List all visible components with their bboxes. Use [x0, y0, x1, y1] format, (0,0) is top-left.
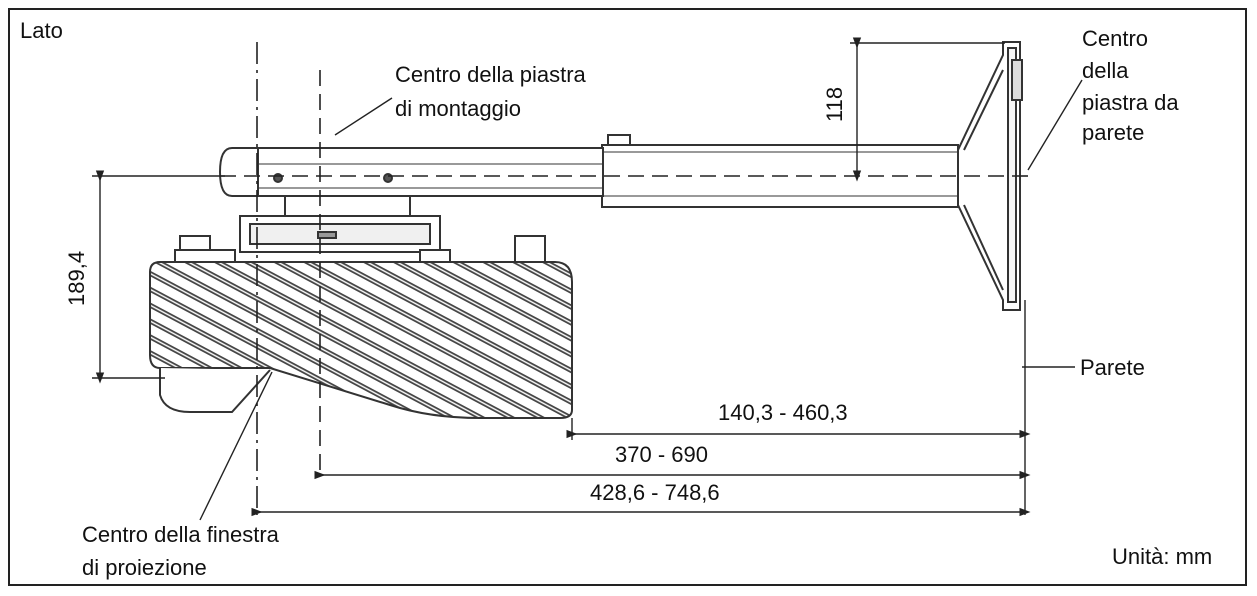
window-distance-label: 428,6 - 748,6	[590, 480, 720, 505]
projection-window-label-2: di proiezione	[82, 555, 207, 580]
diagram-title: Lato	[20, 18, 63, 43]
mount-plate-center-label-2: di montaggio	[395, 96, 521, 121]
dimension-189	[92, 170, 225, 384]
wall-plate-center-label-2: della	[1082, 58, 1129, 83]
wall-plate-center-label-3: piastra da	[1082, 90, 1179, 115]
horizontal-dimensions	[251, 418, 1031, 517]
center-lines	[220, 42, 1030, 515]
wall-plate-center-label-1: Centro	[1082, 26, 1149, 51]
dimension-189-label: 189,4	[64, 250, 89, 306]
front-distance-label: 140,3 - 460,3	[718, 400, 848, 425]
projector-body	[149, 249, 573, 419]
dimension-118	[850, 37, 1005, 182]
mount-plate	[179, 195, 546, 265]
wall-label: Parete	[1080, 355, 1145, 380]
mount-plate-center-label-1: Centro della piastra	[395, 62, 586, 87]
leader-lines	[199, 79, 1083, 521]
mount-distance-label: 370 - 690	[615, 442, 708, 467]
projection-window-label-1: Centro della finestra	[82, 522, 279, 547]
unit-label: Unità: mm	[1112, 544, 1213, 569]
wall-plate-center-label-4: parete	[1082, 120, 1145, 145]
dimension-118-label: 118	[822, 86, 847, 122]
